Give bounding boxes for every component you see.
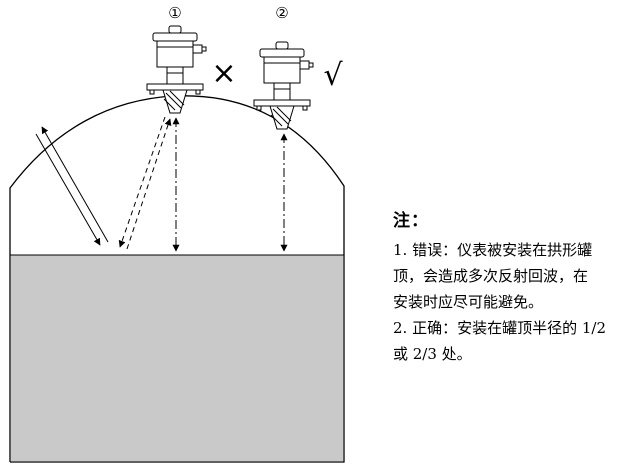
note-title: 注：	[393, 211, 429, 231]
note-line-2: 顶，会造成多次反射回波，在	[393, 267, 589, 285]
beam-roof-reflect-down	[35, 133, 101, 246]
correct-mark: √	[323, 58, 343, 93]
beam-sensor1-oblique-down	[118, 116, 166, 248]
sensor-1	[146, 25, 207, 114]
note-line-1: 1. 错误：仪表被安装在拱形罐	[393, 241, 593, 259]
note-line-5: 或 2/3 处。	[393, 345, 472, 363]
note-line-4: 2. 正确：安装在罐顶半径的 1/2	[393, 319, 606, 337]
liquid-fill	[11, 255, 343, 461]
echo-beams	[35, 116, 288, 252]
installation-note: 注： 1. 错误：仪表被安装在拱形罐 顶，会造成多次反射回波，在 安装时应尽可能…	[393, 206, 635, 367]
note-line-3: 安装时应尽可能避免。	[393, 293, 544, 311]
sensor-2	[253, 41, 314, 130]
beam-roof-reflect-up	[41, 126, 109, 243]
wrong-mark: ×	[211, 56, 236, 91]
tank	[9, 95, 345, 463]
sensor-1-label: ①	[168, 4, 181, 22]
sensor-2-label: ②	[275, 4, 288, 22]
beam-sensor1-oblique-up	[126, 118, 172, 250]
